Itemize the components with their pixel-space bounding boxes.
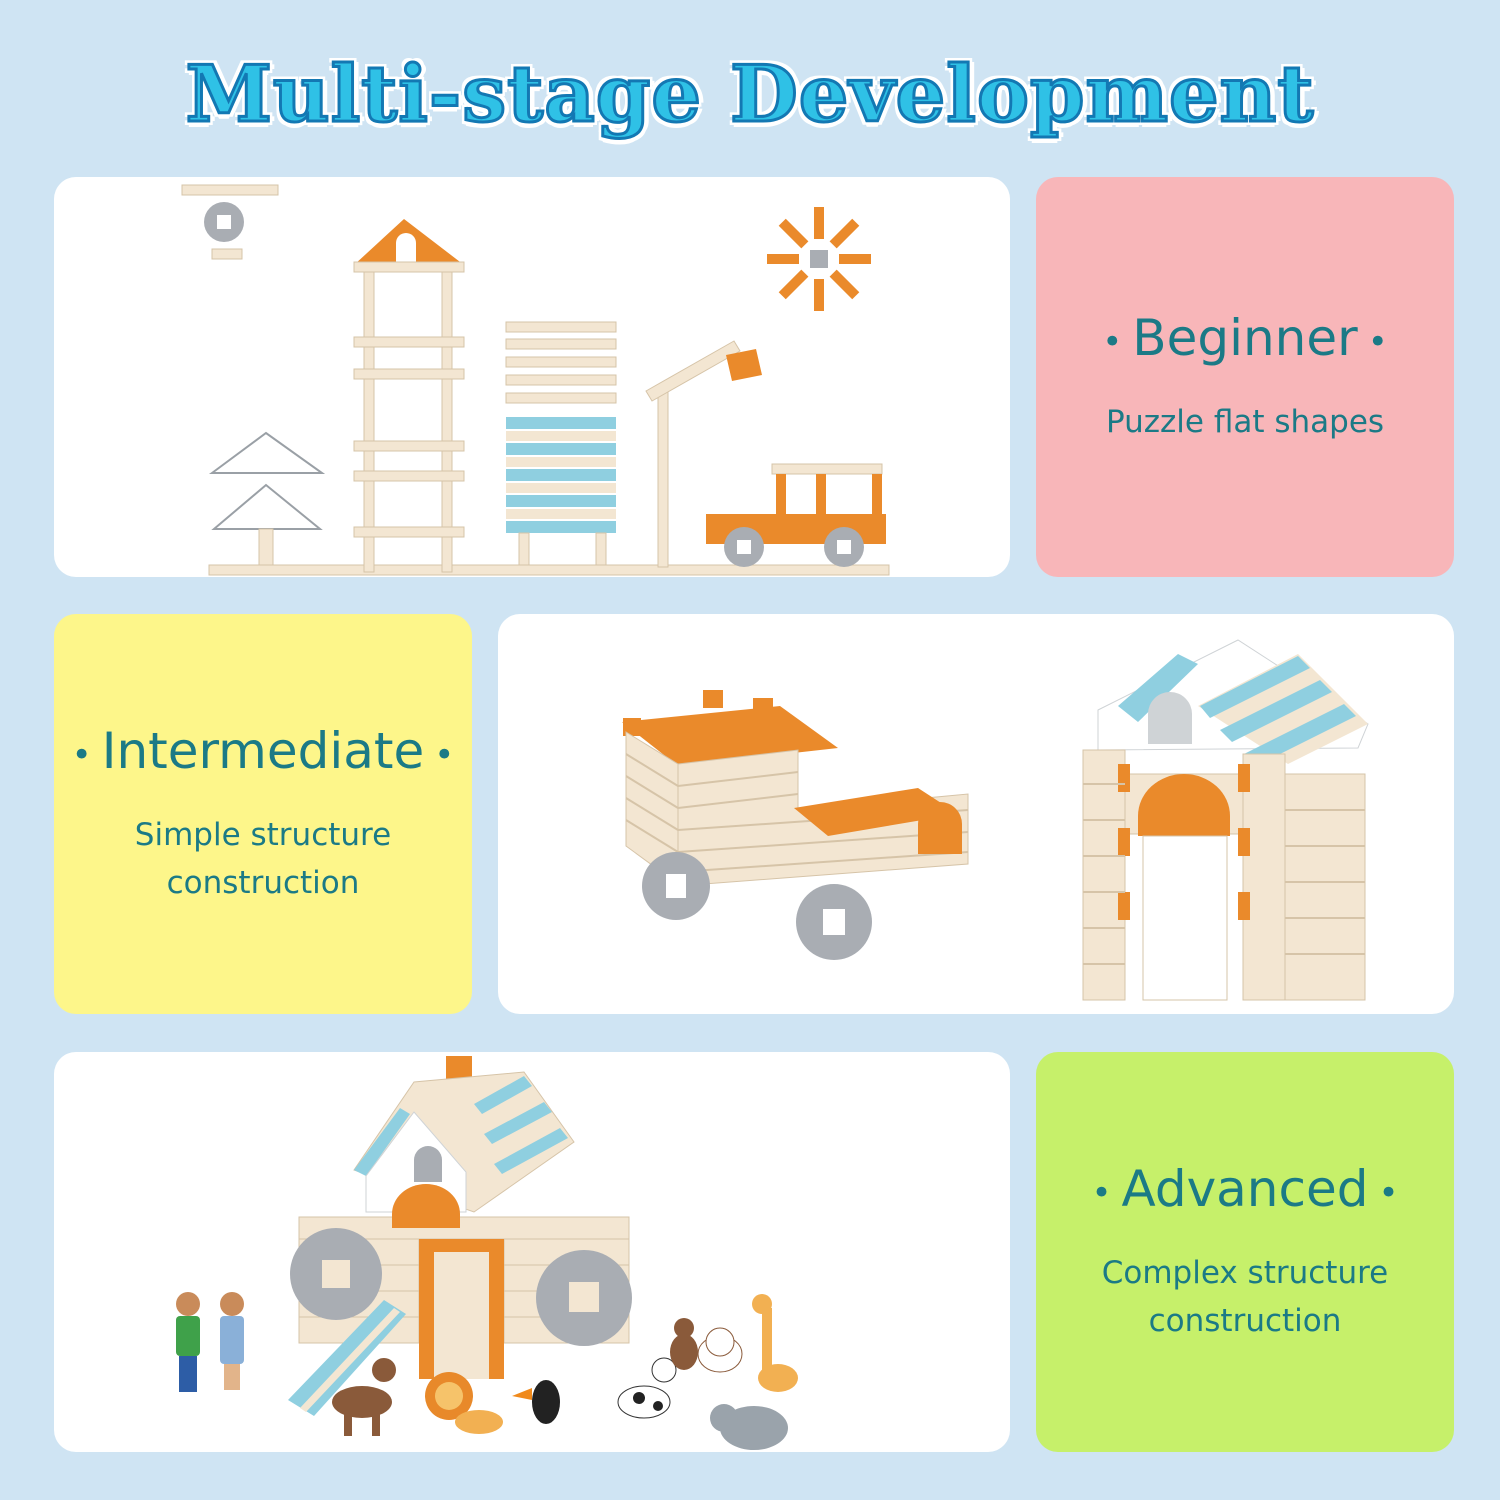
separator-dot: • bbox=[1091, 1172, 1112, 1213]
beginner-card: •Beginner• Puzzle flat shapes bbox=[1036, 177, 1454, 577]
intermediate-label: Intermediate bbox=[101, 722, 425, 781]
intermediate-card: •Intermediate• Simple structure construc… bbox=[54, 614, 472, 1014]
advanced-card: •Advanced• Complex structure constructio… bbox=[1036, 1052, 1454, 1452]
simple-structures-illustration bbox=[622, 639, 1369, 1001]
advanced-heading: •Advanced• bbox=[1081, 1159, 1408, 1223]
separator-dot: • bbox=[434, 734, 455, 775]
separator-dot: • bbox=[1102, 321, 1123, 362]
beginner-image-card bbox=[54, 177, 1010, 577]
advanced-description: Complex structure construction bbox=[1101, 1254, 1389, 1339]
flat-shapes-illustration bbox=[181, 184, 890, 576]
intermediate-image-card bbox=[498, 614, 1454, 1014]
intermediate-heading: •Intermediate• bbox=[62, 721, 465, 785]
people-figures bbox=[176, 1292, 244, 1392]
complex-structure-illustration bbox=[176, 1056, 798, 1450]
separator-dot: • bbox=[1367, 321, 1388, 362]
separator-dot: • bbox=[71, 734, 92, 775]
animal-figures bbox=[332, 1294, 798, 1450]
beginner-description: Puzzle flat shapes bbox=[1105, 403, 1385, 440]
separator-dot: • bbox=[1378, 1172, 1399, 1213]
intermediate-description: Simple structure construction bbox=[134, 816, 392, 901]
advanced-image-card bbox=[54, 1052, 1010, 1452]
beginner-label: Beginner bbox=[1132, 309, 1358, 368]
page-title: Multi-stage Development bbox=[184, 48, 1315, 142]
advanced-label: Advanced bbox=[1121, 1160, 1369, 1219]
beginner-heading: •Beginner• bbox=[1092, 308, 1398, 372]
